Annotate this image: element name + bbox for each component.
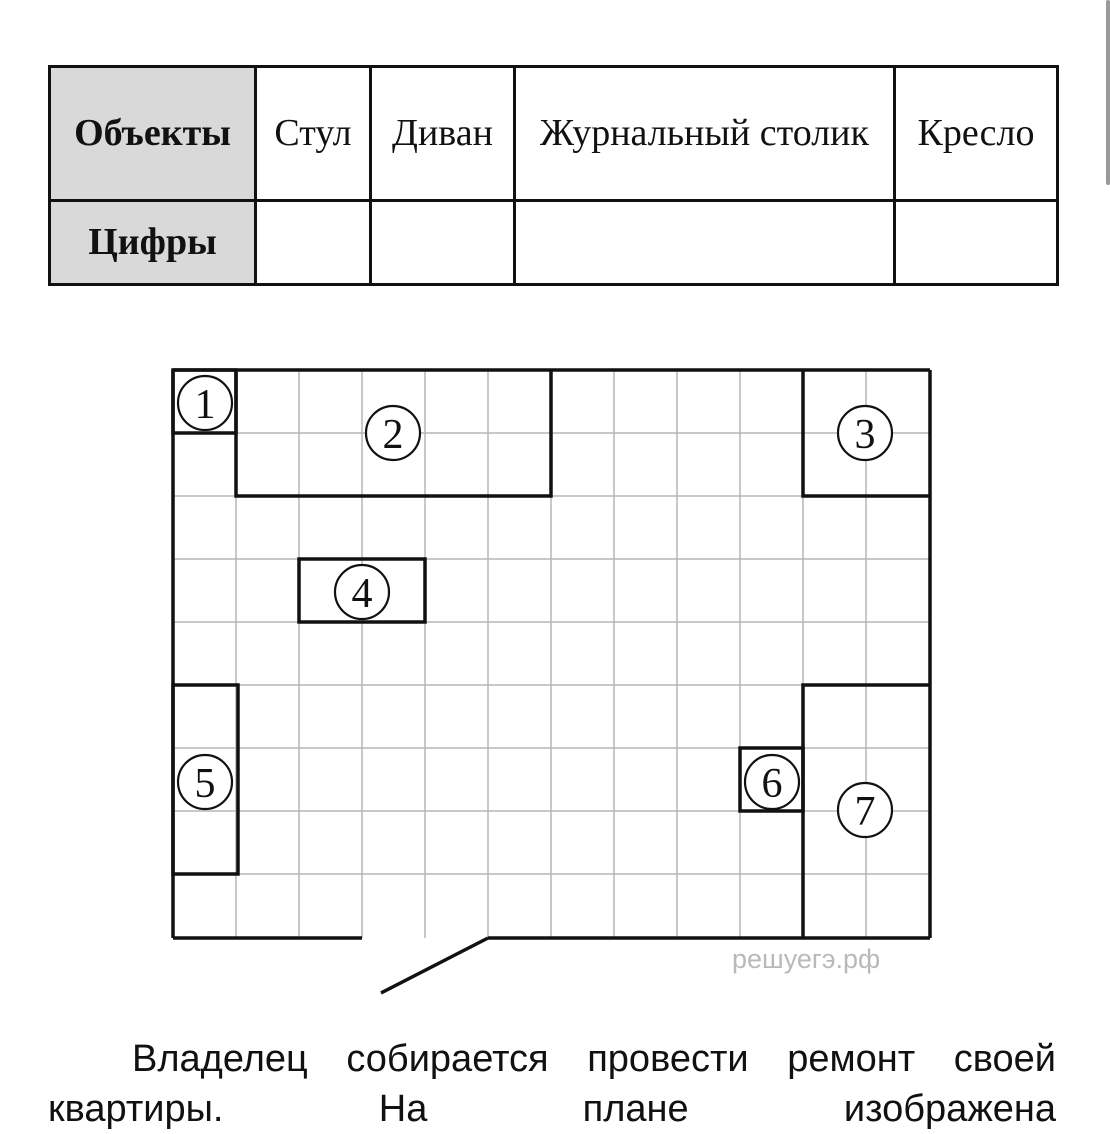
object-5-label: 5: [195, 761, 216, 807]
room-plan: 1 2 3 4 5 6 7: [171, 368, 932, 995]
objects-row: Объекты Стул Диван Журнальный столик Кре…: [48, 65, 1059, 202]
object-chair-cell: Стул: [254, 65, 372, 202]
object-4-label: 4: [352, 571, 373, 617]
object-coffee-table-cell: Журнальный столик: [513, 65, 896, 202]
scrollbar[interactable]: [1106, 0, 1110, 185]
objects-header-cell: Объекты: [48, 65, 257, 202]
object-4-outline: [297, 557, 427, 624]
watermark: решуегэ.рф: [732, 944, 881, 974]
object-2-outline: [234, 370, 553, 498]
object-2-label: 2: [383, 412, 404, 458]
object-3-outline: [801, 370, 930, 498]
object-4-marker: [333, 563, 391, 621]
object-5-marker: [176, 753, 234, 811]
object-6-marker: [743, 753, 801, 811]
digit-answer-cell-3[interactable]: [513, 199, 896, 286]
digits-header-cell: Цифры: [48, 199, 257, 286]
door: [380, 936, 489, 995]
object-3-label: 3: [855, 412, 876, 458]
object-3-marker: [836, 404, 894, 462]
object-7-outline: [801, 683, 930, 938]
problem-text: Владелец собирается провести ремонт свое…: [48, 1034, 1056, 1134]
digit-answer-cell-1[interactable]: [254, 199, 372, 286]
object-2-marker: [364, 404, 422, 462]
problem-text-line-1: Владелец собирается провести ремонт: [132, 1038, 916, 1080]
object-1-label: 1: [195, 382, 216, 428]
object-7-label: 7: [855, 789, 876, 835]
object-1-marker: [176, 374, 234, 432]
digits-row: Цифры: [48, 199, 1059, 286]
digit-answer-cell-4[interactable]: [893, 199, 1059, 286]
object-5-outline: [171, 683, 240, 876]
answer-table: Объекты Стул Диван Журнальный столик Кре…: [48, 65, 1059, 286]
object-armchair-cell: Кресло: [893, 65, 1059, 202]
object-7-marker: [836, 781, 894, 839]
digit-answer-cell-2[interactable]: [369, 199, 516, 286]
object-6-label: 6: [762, 761, 783, 807]
object-sofa-cell: Диван: [369, 65, 516, 202]
